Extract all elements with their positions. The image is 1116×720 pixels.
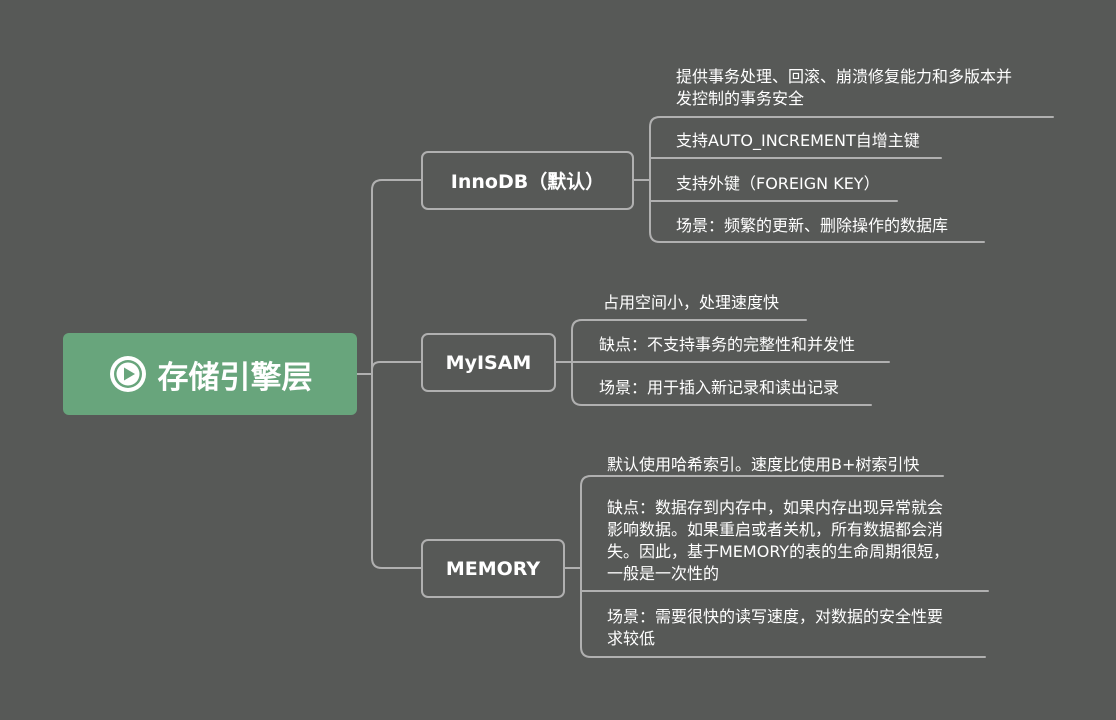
root-node[interactable]: 存储引擎层: [63, 333, 357, 415]
memory-leaf-line-1: [580, 475, 944, 487]
leaf-text-line: 求较低: [607, 629, 656, 648]
myisam-leaf-line-1: [571, 319, 807, 331]
innodb-leaf-line-4: [649, 231, 985, 243]
branch-innodb[interactable]: InnoDB（默认）: [421, 151, 634, 210]
leaf-text-line: 影响数据。如果重启或者关机，所有数据都会消: [607, 520, 944, 539]
innodb-leaf-line-1: [649, 116, 1054, 128]
leaf-text-line: 缺点：数据存到内存中，如果内存出现异常就会: [607, 498, 944, 517]
memory-leaf-scenario[interactable]: 场景：需要很快的读写速度，对数据的安全性要 求较低: [607, 606, 943, 650]
branch-innodb-label: InnoDB（默认）: [450, 171, 605, 193]
leaf-text-line: 缺点：不支持事务的完整性和并发性: [599, 335, 856, 354]
innodb-leaf-transactions[interactable]: 提供事务处理、回滚、崩溃修复能力和多版本并 发控制的事务安全: [676, 66, 1012, 110]
leaf-text-line: 场景：频繁的更新、删除操作的数据库: [676, 216, 949, 235]
play-circle-icon: [109, 356, 146, 392]
branch-myisam-label: MyISAM: [445, 351, 532, 374]
leaf-text-line: 一般是一次性的: [607, 564, 720, 583]
trunk-innodb: [371, 179, 422, 375]
leaf-text-line: 场景：需要很快的读写速度，对数据的安全性要: [607, 607, 944, 626]
leaf-text-line: 失。因此，基于MEMORY的表的生命周期很短，: [607, 542, 950, 561]
innodb-leaf-foreign-key[interactable]: 支持外键（FOREIGN KEY）: [676, 173, 880, 195]
branch-memory[interactable]: MEMORY: [421, 539, 565, 598]
leaf-text-line: 提供事务处理、回滚、崩溃修复能力和多版本并: [676, 67, 1013, 86]
innodb-leaf-scenario[interactable]: 场景：频繁的更新、删除操作的数据库: [676, 215, 948, 237]
memory-leaf-hash-index[interactable]: 默认使用哈希索引。速度比使用B+树索引快: [607, 454, 919, 476]
leaf-text-line: 占用空间小，处理速度快: [603, 293, 780, 312]
myisam-leaf-drawback[interactable]: 缺点：不支持事务的完整性和并发性: [599, 334, 855, 356]
myisam-leaf-line-3: [571, 394, 872, 406]
leaf-text-line: 场景：用于插入新记录和读出记录: [599, 378, 840, 397]
memory-leaf-line-3: [580, 646, 986, 658]
memory-leaf-drawback[interactable]: 缺点：数据存到内存中，如果内存出现异常就会 影响数据。如果重启或者关机，所有数据…: [607, 497, 949, 585]
branch-memory-label: MEMORY: [445, 557, 541, 580]
leaf-text-line: 支持AUTO_INCREMENT自增主键: [676, 131, 920, 150]
myisam-leaf-size[interactable]: 占用空间小，处理速度快: [603, 292, 779, 314]
leaf-text-line: 支持外键（FOREIGN KEY）: [676, 174, 880, 193]
leaf-text-line: 默认使用哈希索引。速度比使用B+树索引快: [607, 455, 920, 474]
myisam-leaf-scenario[interactable]: 场景：用于插入新记录和读出记录: [599, 377, 839, 399]
innodb-leaf-auto-increment[interactable]: 支持AUTO_INCREMENT自增主键: [676, 130, 920, 152]
root-label: 存储引擎层: [157, 359, 313, 396]
leaf-text-line: 发控制的事务安全: [676, 89, 805, 108]
trunk-myisam: [371, 361, 422, 375]
branch-myisam[interactable]: MyISAM: [421, 333, 556, 392]
trunk-memory: [371, 373, 422, 569]
